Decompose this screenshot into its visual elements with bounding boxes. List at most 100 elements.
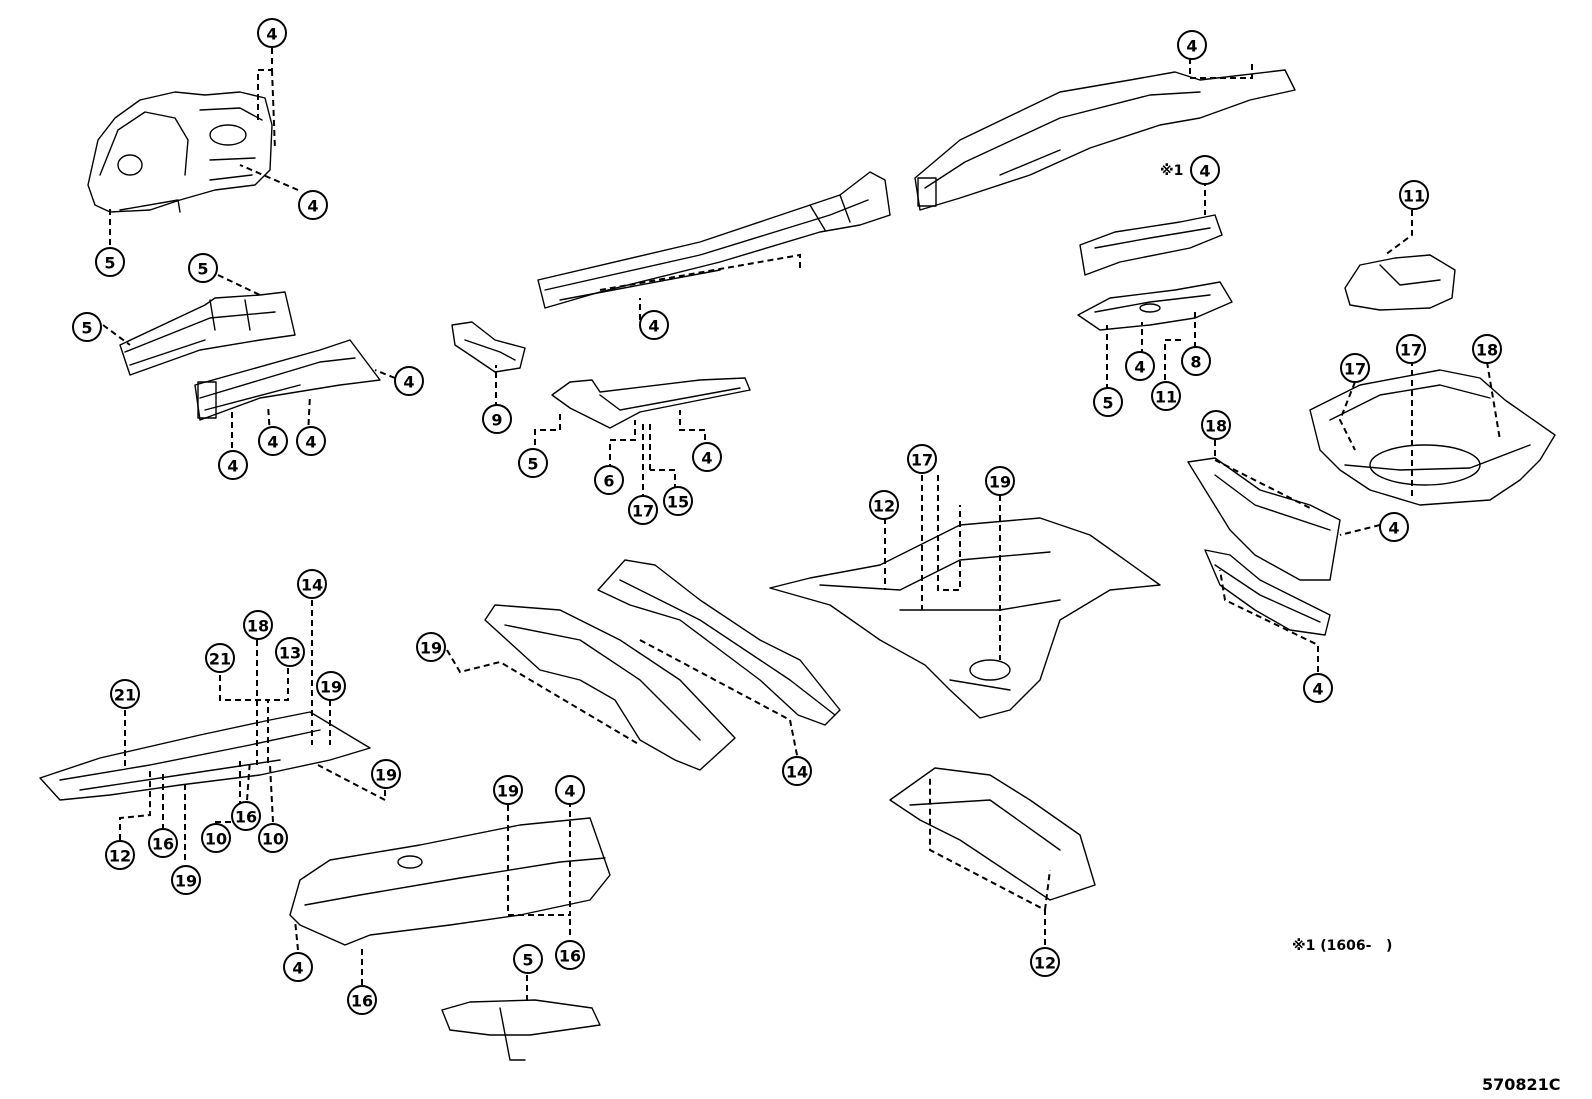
callout-circle	[555, 940, 585, 970]
callout-19: 19	[171, 865, 201, 895]
callout-circle	[1201, 410, 1231, 440]
callout-circle	[297, 569, 327, 599]
callout-18: 18	[1201, 410, 1231, 440]
callout-5: 5	[1093, 387, 1123, 417]
callout-circle	[1093, 387, 1123, 417]
callout-4: 4	[639, 310, 669, 340]
front-side-member-upper	[119, 291, 296, 376]
callout-circle	[555, 775, 585, 805]
callout-label: 17	[911, 451, 933, 470]
bracket-9	[451, 321, 526, 373]
callout-circle	[1303, 673, 1333, 703]
callout-circle	[257, 18, 287, 48]
footnote: ※1 (1606- )	[1292, 938, 1392, 954]
callout-circle	[1472, 334, 1502, 364]
callout-circle	[105, 840, 135, 870]
callout-circle	[1399, 180, 1429, 210]
callout-label: 9	[491, 411, 502, 430]
callout-label: 18	[1205, 417, 1227, 436]
callout-4: 4	[1125, 351, 1155, 381]
rear-floor-pan	[1309, 369, 1556, 506]
callout-11: 11	[1151, 381, 1181, 411]
callout-label: 16	[152, 835, 174, 854]
callout-16: 16	[148, 828, 178, 858]
callout-label: 12	[109, 847, 131, 866]
callout-circle	[1151, 381, 1181, 411]
callout-label: 4	[403, 373, 414, 392]
note-marker: ※1	[1160, 163, 1183, 179]
callout-label: 19	[420, 639, 442, 658]
callout-label: 16	[351, 992, 373, 1011]
front-floor-side-rail	[537, 171, 891, 309]
callout-circle	[258, 823, 288, 853]
callout-label: 11	[1155, 388, 1177, 407]
callout-label: 4	[1312, 680, 1323, 699]
callout-circle	[258, 426, 288, 456]
callout-circle	[493, 775, 523, 805]
callout-circle	[171, 865, 201, 895]
callout-circle	[298, 190, 328, 220]
callout-circle	[316, 671, 346, 701]
callout-circle	[1125, 351, 1155, 381]
callout-4: 4	[296, 426, 326, 456]
callout-label: 18	[1476, 341, 1498, 360]
callout-circle	[1396, 334, 1426, 364]
callout-label: 15	[667, 493, 689, 512]
rear-crossmember-upper	[1187, 457, 1341, 581]
callout-4: 4	[258, 426, 288, 456]
floor-cross-member-small	[551, 377, 751, 429]
callout-circle	[72, 312, 102, 342]
callout-4: 4	[1177, 30, 1207, 60]
callout-circle	[1190, 155, 1220, 185]
callout-4: 4	[692, 442, 722, 472]
callout-label: 8	[1190, 353, 1201, 372]
callout-circle	[347, 985, 377, 1015]
callout-label: 4	[1199, 162, 1210, 181]
callout-18: 18	[1472, 334, 1502, 364]
callout-9: 9	[482, 404, 512, 434]
callout-4: 4	[1190, 155, 1220, 185]
callout-circle	[1379, 512, 1409, 542]
callout-circle	[231, 801, 261, 831]
callout-17: 17	[907, 444, 937, 474]
callout-label: 4	[648, 317, 659, 336]
callout-circle	[296, 426, 326, 456]
callout-label: 4	[701, 449, 712, 468]
callout-4: 4	[218, 450, 248, 480]
callout-label: 5	[522, 951, 533, 970]
rear-crossmember-8	[1077, 281, 1233, 331]
front-floor-reinforcement-right	[597, 559, 841, 726]
callout-label: 10	[262, 830, 284, 849]
callout-label: 13	[279, 644, 301, 663]
dash-panel	[289, 817, 611, 946]
callout-circle	[218, 450, 248, 480]
callout-label: 5	[104, 254, 115, 273]
callout-16: 16	[555, 940, 585, 970]
callout-17: 17	[628, 495, 658, 525]
callout-circle	[371, 759, 401, 789]
rear-crossmember-lower	[1204, 549, 1331, 636]
callout-19: 19	[493, 775, 523, 805]
callout-circle	[907, 444, 937, 474]
callout-5: 5	[188, 253, 218, 283]
center-floor-pan	[769, 517, 1161, 719]
callout-4: 4	[555, 775, 585, 805]
rear-panel-variant	[1079, 214, 1223, 276]
callout-17: 17	[1396, 334, 1426, 364]
callout-16: 16	[347, 985, 377, 1015]
callout-label: 5	[1102, 394, 1113, 413]
callout-label: 4	[266, 25, 277, 44]
lower-bracket-12	[441, 999, 601, 1061]
callout-label: 17	[1400, 341, 1422, 360]
callout-label: 14	[786, 763, 808, 782]
callout-label: 12	[1034, 954, 1056, 973]
callout-label: 14	[301, 576, 323, 595]
callout-4: 4	[257, 18, 287, 48]
callout-14: 14	[782, 756, 812, 786]
callout-circle	[594, 465, 624, 495]
callout-4: 4	[283, 952, 313, 982]
callout-circle	[1030, 947, 1060, 977]
callout-label: 4	[564, 782, 575, 801]
